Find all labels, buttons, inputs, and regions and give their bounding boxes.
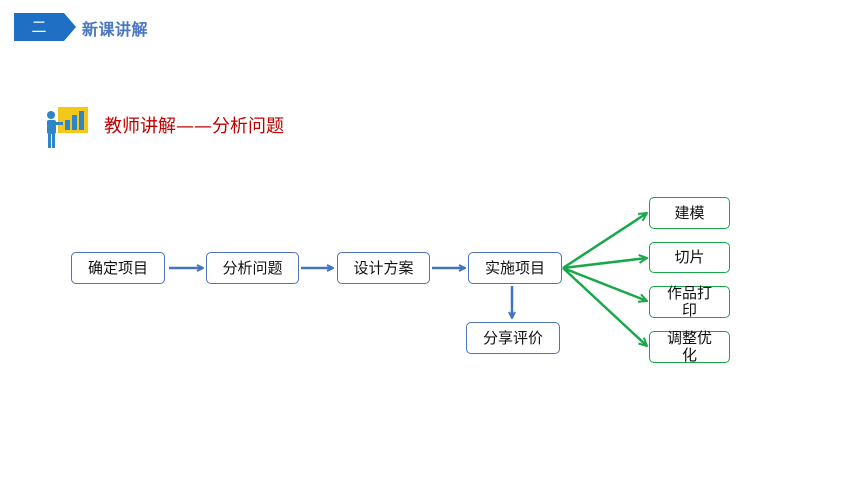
outcome-adjust-optimize: 调整优化 xyxy=(649,329,730,364)
step-implement-project: 实施项目 xyxy=(468,252,562,284)
arrow-to-outcome-3 xyxy=(562,266,647,301)
outcome-label: 调整优化 xyxy=(666,329,712,364)
outcome-modeling: 建模 xyxy=(649,197,730,229)
outcome-slicing: 切片 xyxy=(649,242,730,273)
step-label: 设计方案 xyxy=(353,258,414,277)
arrow-to-outcome-4 xyxy=(562,267,647,346)
step-share-evaluation: 分享评价 xyxy=(466,322,560,354)
step-label: 确定项目 xyxy=(87,258,148,277)
outcome-label: 作品打印 xyxy=(666,284,712,319)
section-tag-shape xyxy=(14,13,76,41)
step-analyze-problem: 分析问题 xyxy=(206,252,299,284)
step-label: 分析问题 xyxy=(222,258,283,277)
outcome-label: 建模 xyxy=(674,203,705,222)
outcome-label: 切片 xyxy=(674,248,705,266)
slide-heading: 教师讲解——分析问题 xyxy=(104,116,284,137)
step-design-plan: 设计方案 xyxy=(337,252,430,284)
section-tag: 二 xyxy=(14,13,78,41)
step-label: 分享评价 xyxy=(482,328,543,347)
step-label: 实施项目 xyxy=(484,258,545,277)
arrow-to-outcome-2 xyxy=(562,258,647,270)
outcome-print-work: 作品打印 xyxy=(649,284,730,319)
arrow-to-outcome-1 xyxy=(562,213,647,270)
section-number: 二 xyxy=(31,18,47,36)
section-title: 新课讲解 xyxy=(82,20,149,39)
teacher-presentation-icon xyxy=(44,106,90,150)
step-confirm-project: 确定项目 xyxy=(71,252,165,284)
